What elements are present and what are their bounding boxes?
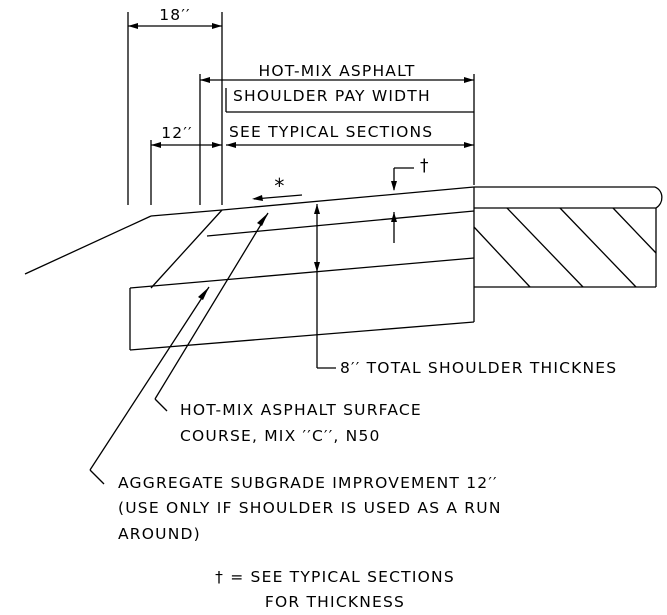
asterisk-mark: * [274, 174, 285, 198]
shoulder-section [24, 186, 475, 351]
surface-course-label-line2: COURSE, MIX ′′C′′, N50 [180, 427, 381, 445]
dimension-12-label: 12′′ [161, 124, 193, 142]
dimension-18-label: 18′′ [159, 6, 191, 24]
aggregate-subgrade-callout: AGGREGATE SUBGRADE IMPROVEMENT 12′′ (USE… [89, 286, 502, 543]
total-thickness-label: 8′′ TOTAL SHOULDER THICKNES [340, 359, 617, 377]
dagger-note-line2: FOR THICKNESS [265, 593, 405, 611]
dagger-mark: † [420, 156, 430, 176]
pay-width-label-line2: SHOULDER PAY WIDTH [233, 87, 431, 105]
dagger-note: † = SEE TYPICAL SECTIONS FOR THICKNESS [215, 568, 455, 611]
surface-thickness-indicator: † [391, 156, 430, 243]
dimension-12-inch: 12′′ SEE TYPICAL SECTIONS [150, 123, 474, 205]
surface-course-callout: HOT-MIX ASPHALT SURFACE COURSE, MIX ′′C′… [154, 212, 422, 445]
subgrade-label-line1: AGGREGATE SUBGRADE IMPROVEMENT 12′′ [118, 474, 498, 492]
pay-width-label-line1: HOT-MIX ASPHALT [258, 62, 415, 80]
dimension-18-inch: 18′′ [127, 6, 223, 205]
surface-course-label-line1: HOT-MIX ASPHALT SURFACE [180, 401, 422, 419]
total-thickness-dimension: 8′′ TOTAL SHOULDER THICKNES [314, 204, 617, 377]
subgrade-label-line2: (USE ONLY IF SHOULDER IS USED AS A RUN [118, 499, 502, 517]
existing-pavement [473, 186, 663, 288]
dagger-note-line1: † = SEE TYPICAL SECTIONS [215, 568, 455, 586]
subgrade-label-line3: AROUND) [118, 525, 201, 543]
see-typical-sections-label: SEE TYPICAL SECTIONS [229, 123, 433, 141]
slope-arrow: * [252, 174, 303, 201]
dimension-pay-width: HOT-MIX ASPHALT SHOULDER PAY WIDTH [199, 62, 475, 205]
